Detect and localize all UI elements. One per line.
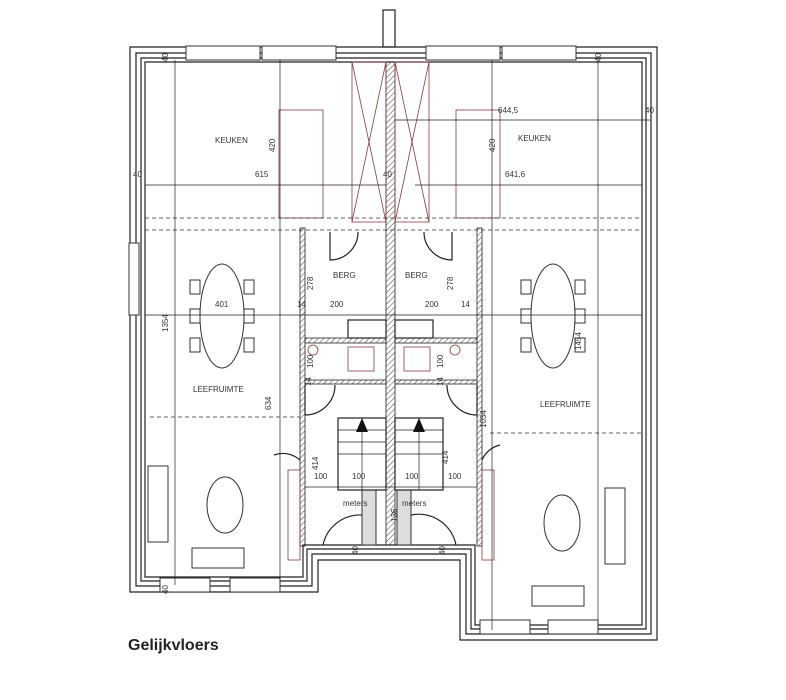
dining-table-right (520, 263, 586, 369)
room-label-meters-left: meters (343, 499, 367, 508)
room-label-meters-right: meters (402, 499, 426, 508)
dim-label: 136 (390, 508, 399, 522)
dim-label: 1454 (574, 332, 583, 350)
doors (273, 231, 501, 546)
dim-label: 414 (311, 456, 320, 470)
kitchen-fixtures (278, 61, 501, 223)
floor-title: Gelijkvloers (128, 637, 219, 654)
dim-label: 100 (352, 472, 366, 481)
room-label-living-right: LEEFRUIMTE (540, 400, 591, 409)
dim-label: 40 (161, 585, 170, 594)
party-wall (385, 61, 396, 546)
dim-label: 40 (351, 546, 360, 555)
dim-label: 634 (264, 396, 273, 410)
dim-label: 200 (425, 300, 439, 309)
dim-label: 14 (304, 377, 313, 386)
dim-label: 278 (306, 276, 315, 290)
dim-label: 420 (268, 138, 277, 152)
dim-label: 200 (330, 300, 344, 309)
dim-label: 100 (436, 354, 445, 368)
dim-label: 40 (161, 53, 170, 62)
dim-label: 100 (448, 472, 462, 481)
dimension-labels: 615 641,6 644,5 420 420 40 40 40 40 40 4… (133, 53, 654, 594)
sanitary-fixtures (307, 319, 461, 372)
room-label-storage-right: BERG (405, 271, 428, 280)
room-label-living-left: LEEFRUIMTE (193, 385, 244, 394)
interior-walls (299, 227, 483, 547)
dim-label: 1034 (479, 410, 488, 428)
dining-table-left (189, 263, 255, 369)
dim-label: 401 (215, 300, 229, 309)
room-label-kitchen-left: KEUKEN (215, 136, 248, 145)
dim-label: 641,6 (505, 170, 526, 179)
living-furniture (147, 465, 626, 607)
dim-label: 14 (461, 300, 470, 309)
dim-label: 14 (436, 377, 445, 386)
dim-label: 14 (297, 300, 306, 309)
windows (128, 45, 599, 635)
dim-label: 100 (405, 472, 419, 481)
room-label-storage-left: BERG (333, 271, 356, 280)
dim-label: 100 (306, 354, 315, 368)
room-labels: KEUKEN KEUKEN BERG BERG LEEFRUIMTE LEEFR… (193, 134, 591, 508)
room-label-kitchen-right: KEUKEN (518, 134, 551, 143)
dim-label: 414 (441, 450, 450, 464)
dim-label: 40 (133, 170, 142, 179)
dim-label: 40 (594, 53, 603, 62)
dim-label: 1354 (161, 314, 170, 332)
dim-label: 40 (438, 546, 447, 555)
dim-label: 278 (446, 276, 455, 290)
chimney (382, 9, 396, 48)
dim-label: 644,5 (498, 106, 519, 115)
dim-label: 100 (314, 472, 328, 481)
stairs (337, 417, 444, 491)
dim-label: 615 (255, 170, 269, 179)
dimension-lines (145, 60, 650, 630)
dim-label: 40 (383, 170, 392, 179)
dim-label: 40 (645, 106, 654, 115)
dim-label: 420 (488, 138, 497, 152)
